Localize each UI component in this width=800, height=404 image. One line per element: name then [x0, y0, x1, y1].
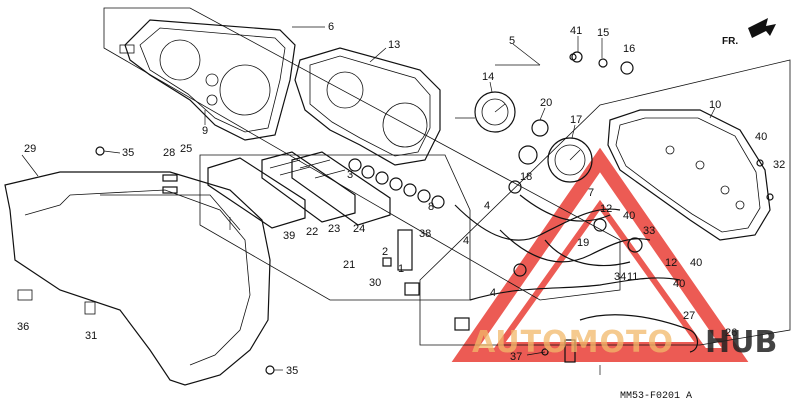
callout-33: 33 [643, 225, 655, 237]
wire-harness [404, 194, 699, 363]
callout-29: 29 [24, 143, 36, 155]
callout-7: 7 [588, 187, 594, 199]
direction-arrow: FR. [722, 18, 776, 47]
callout-1: 1 [398, 263, 404, 275]
callout-4a: 4 [484, 200, 490, 212]
callout-18: 18 [520, 171, 532, 183]
callout-38: 38 [419, 228, 431, 240]
callout-16: 16 [623, 43, 635, 55]
callout-40d: 40 [673, 278, 685, 290]
meter-upper-case [119, 19, 296, 141]
callout-26: 26 [725, 327, 737, 339]
callout-2: 2 [382, 246, 388, 258]
callout-12b: 12 [665, 257, 677, 269]
callout-40a: 40 [755, 131, 767, 143]
callout-40b: 40 [623, 210, 635, 222]
callout-4c: 4 [490, 287, 496, 299]
callout-24: 24 [353, 223, 365, 235]
callout-39: 39 [283, 230, 295, 242]
callout-34: 34 [614, 271, 626, 283]
direction-label: FR. [722, 36, 738, 47]
callout-37: 37 [510, 351, 522, 363]
callout-21: 21 [343, 259, 355, 271]
group-box-meter-case [103, 7, 621, 301]
callout-14: 14 [482, 71, 494, 83]
callout-17: 17 [570, 114, 582, 126]
callout-13: 13 [388, 39, 400, 51]
watermark-text-part1: AUTOMOTO [472, 325, 674, 360]
bulb-sockets [348, 158, 643, 277]
callout-32: 32 [773, 159, 785, 171]
callout-40c: 40 [690, 257, 702, 269]
leader-lines [21, 26, 716, 375]
meter-lower-case [294, 47, 441, 166]
meter-housing [607, 109, 771, 241]
callout-8: 8 [428, 201, 434, 213]
callout-15: 15 [597, 27, 609, 39]
callout-labels: 6 13 5 9 41 15 16 14 20 10 17 40 32 18 2… [17, 21, 785, 377]
callout-19: 19 [577, 237, 589, 249]
callout-4b: 4 [463, 235, 469, 247]
callout-5: 5 [509, 35, 515, 47]
callout-31: 31 [85, 330, 97, 342]
callout-20: 20 [540, 97, 552, 109]
callout-27: 27 [683, 310, 695, 322]
callout-6: 6 [328, 21, 334, 33]
gauge-14 [455, 91, 516, 133]
callout-25: 25 [180, 143, 192, 155]
callout-9: 9 [202, 125, 208, 137]
indicator-strips [207, 151, 391, 229]
gauge-17 [547, 137, 593, 183]
callout-35b: 35 [286, 365, 298, 377]
callout-12a: 12 [600, 203, 612, 215]
callout-3: 3 [347, 169, 353, 181]
screws [95, 53, 774, 375]
callout-22: 22 [306, 226, 318, 238]
meter-cover [4, 171, 271, 386]
callout-28: 28 [163, 147, 175, 159]
callout-11: 11 [627, 271, 638, 283]
callout-36: 36 [17, 321, 29, 333]
gauge-small-parts [518, 51, 634, 165]
callout-23: 23 [328, 223, 340, 235]
callout-41: 41 [570, 25, 582, 37]
callout-10: 10 [709, 99, 721, 111]
callout-30: 30 [369, 277, 381, 289]
watermark-text-part2: HUB [705, 325, 777, 360]
callout-35a: 35 [122, 147, 134, 159]
group-box-right [419, 59, 791, 346]
diagram-code: MM53-F0201 A [620, 391, 692, 402]
